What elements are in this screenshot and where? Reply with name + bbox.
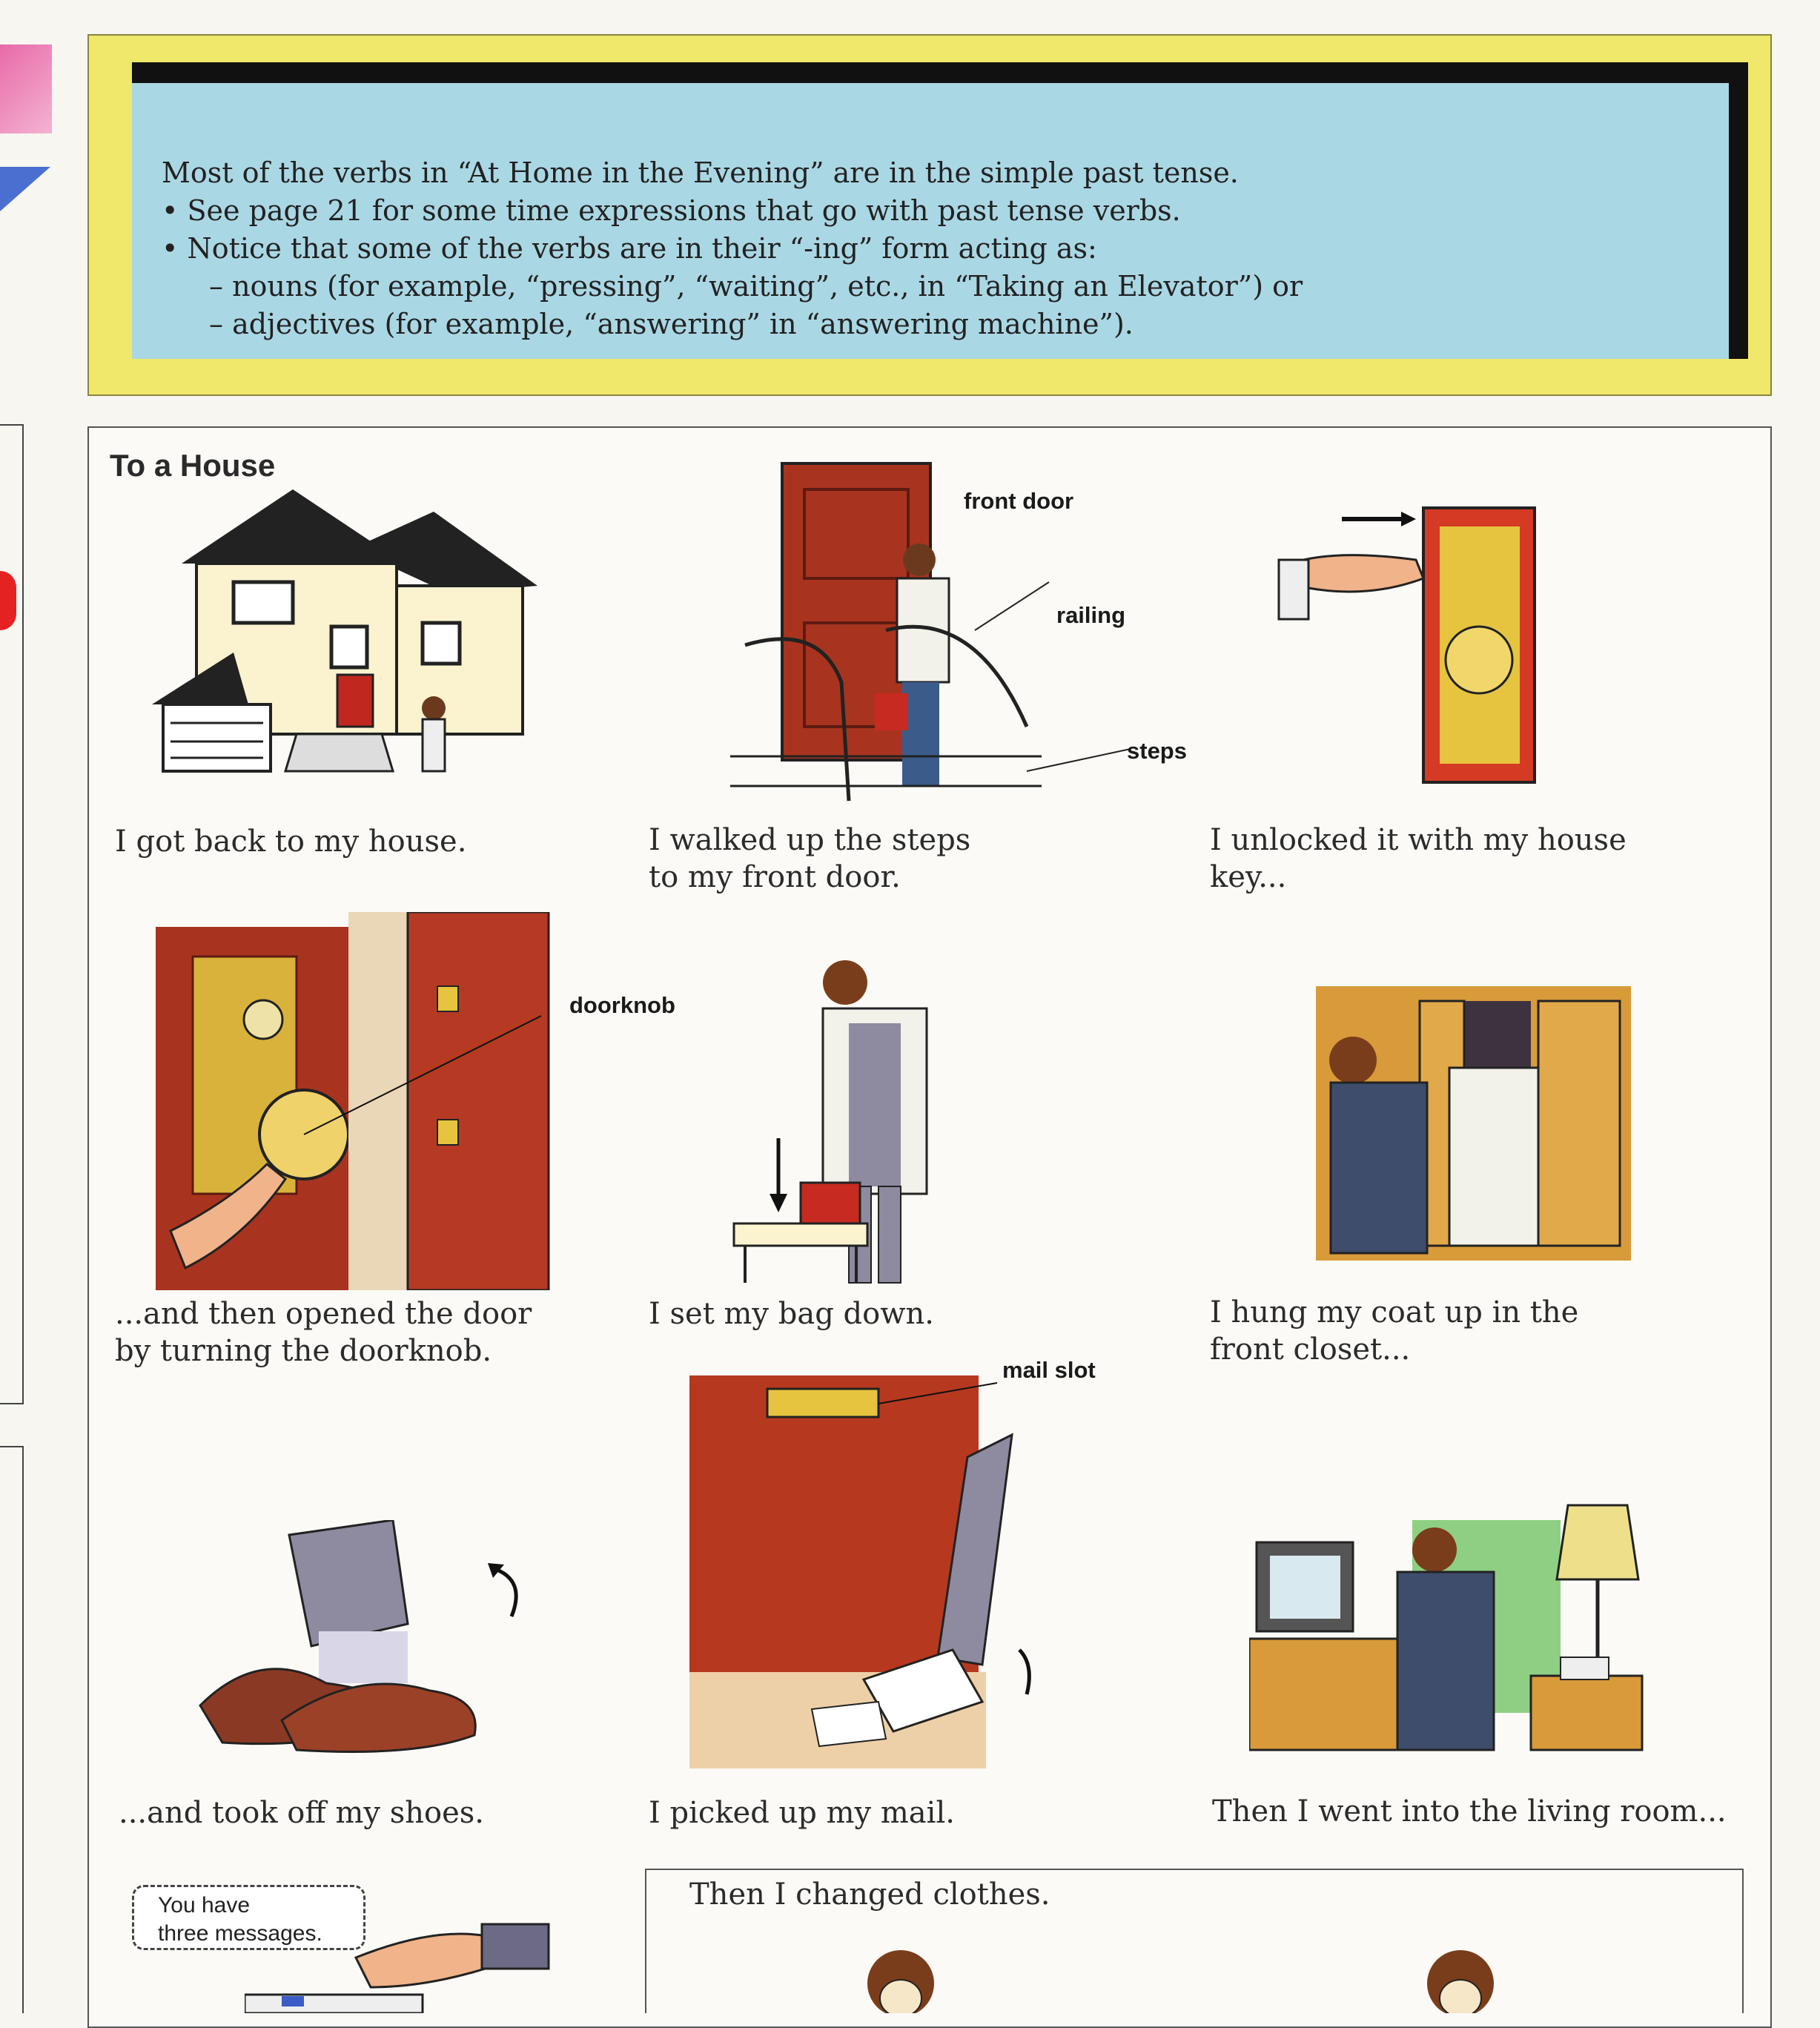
unlock-door-illustration	[1277, 506, 1536, 784]
front-door-steps-illustration	[730, 462, 1131, 802]
scene-caption: I walked up the steps to my front door.	[649, 823, 971, 894]
adjacent-page-rule	[0, 1403, 24, 1404]
label-mail-slot: mail slot	[1002, 1357, 1096, 1383]
label-railing: railing	[1056, 602, 1126, 628]
scene-caption: I unlocked it with my house key...	[1210, 823, 1627, 894]
doorknob-illustration	[156, 912, 550, 1290]
scene-caption: I hung my coat up in the front closet...	[1210, 1295, 1579, 1367]
changed-clothes-caption: Then I changed clothes.	[689, 1877, 1050, 1912]
label-doorknob: doorknob	[569, 992, 675, 1018]
label-front-door: front door	[964, 488, 1074, 514]
take-off-shoes-illustration	[199, 1520, 518, 1753]
grammar-note: Most of the verbs in “At Home in the Eve…	[132, 62, 1748, 359]
scene-caption: I got back to my house.	[115, 825, 467, 859]
scene-caption: ...and took off my shoes.	[119, 1796, 485, 1830]
section-title: To a House	[110, 448, 276, 483]
note-bullet: • Notice that some of the verbs are in t…	[162, 232, 1097, 265]
note-line: Most of the verbs in “At Home in the Eve…	[162, 156, 1239, 189]
note-bullet: • See page 21 for some time expressions …	[162, 194, 1181, 227]
adjacent-page-rule	[0, 424, 24, 426]
scene-caption: ...and then opened the door by turning t…	[115, 1297, 532, 1368]
scene-caption: I picked up my mail.	[649, 1796, 955, 1830]
adjacent-page-rule	[0, 1446, 24, 1447]
scene-caption: I set my bag down.	[649, 1297, 934, 1331]
adjacent-page-rule	[22, 424, 24, 1403]
answering-machine-illustration	[245, 1923, 550, 2013]
bubble-line: three messages.	[158, 1921, 322, 1946]
bubble-line: You have	[158, 1893, 251, 1918]
changed-clothes-panel	[645, 1869, 1744, 2013]
house-illustration	[152, 489, 537, 773]
adjacent-page-red-graphic	[0, 571, 16, 630]
scene-caption: Then I went into the living room...	[1212, 1794, 1727, 1829]
adjacent-page-pink-graphic	[0, 44, 52, 133]
living-room-illustration	[1249, 1504, 1644, 1751]
person-figure-left	[867, 1950, 934, 2013]
note-subitem: – adjectives (for example, “answering” i…	[209, 308, 1134, 340]
adjacent-page-rule	[22, 1446, 24, 2013]
speech-bubble: You have three messages.	[132, 1885, 365, 1950]
adjacent-page-edge	[0, 0, 52, 2013]
person-figure-right	[1427, 1950, 1494, 2013]
note-subitem: – nouns (for example, “pressing”, “waiti…	[209, 270, 1303, 303]
adjacent-page-blue-graphic	[0, 167, 50, 211]
hang-coat-illustration	[1316, 986, 1631, 1261]
set-bag-down-illustration	[732, 960, 928, 1284]
pick-up-mail-illustration	[689, 1375, 1031, 1768]
label-steps: steps	[1127, 738, 1187, 764]
